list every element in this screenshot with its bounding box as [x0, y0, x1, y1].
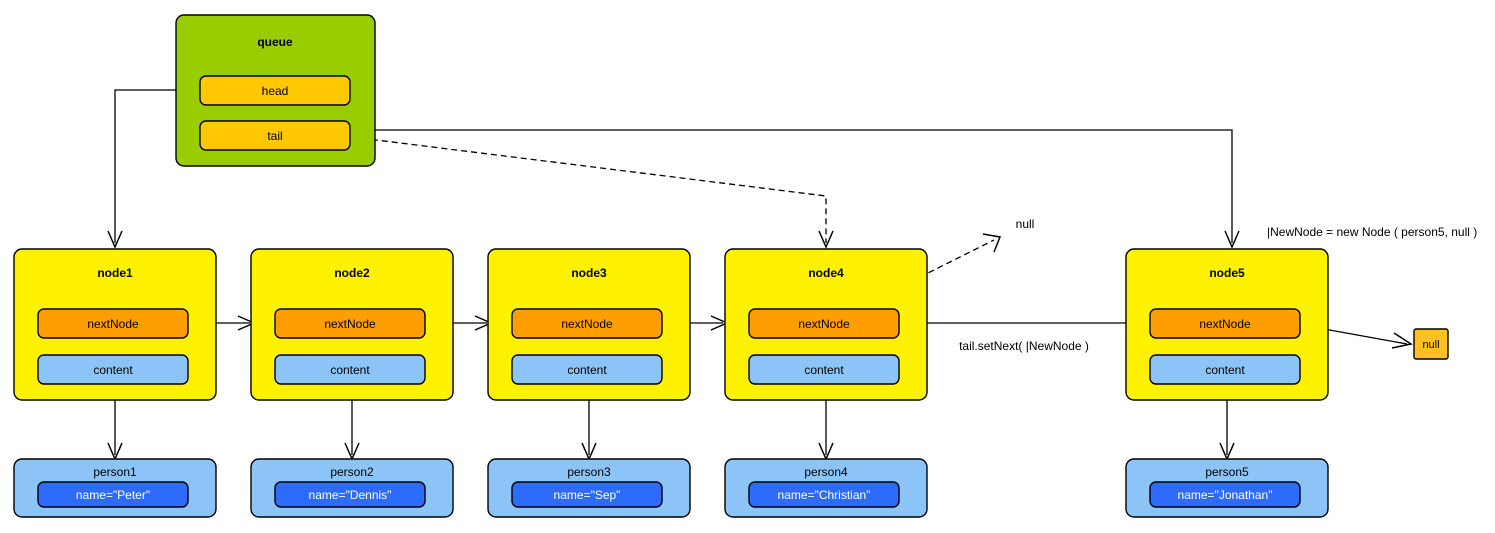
- person-box-person5[interactable]: person5 name="Jonathan": [1125, 458, 1329, 518]
- node-box-node2[interactable]: node2 nextNode content: [250, 248, 454, 401]
- node1-nextnode-label: nextNode: [87, 317, 139, 331]
- connector-tail-old-to-node4: [351, 136, 834, 249]
- connector-tail-to-node5: [350, 129, 1240, 249]
- person5-name-slot[interactable]: name="Jonathan": [1149, 481, 1301, 508]
- node2-nextnode-slot[interactable]: nextNode: [274, 308, 426, 339]
- node2-content-slot[interactable]: content: [274, 354, 426, 385]
- person1-title: person1: [93, 465, 137, 479]
- node4-content-slot[interactable]: content: [748, 354, 900, 385]
- node2-nextnode-label: nextNode: [324, 317, 376, 331]
- connector-head-to-node1: [107, 89, 200, 249]
- person5-title: person5: [1205, 465, 1249, 479]
- person3-name-value: name="Sep": [554, 488, 621, 502]
- node-box-node1[interactable]: node1 nextNode content: [13, 248, 217, 401]
- node2-title: node2: [334, 266, 370, 280]
- node3-content-label: content: [567, 363, 607, 377]
- null-box-label: null: [1422, 339, 1439, 351]
- annotation-new-node-statement: |NewNode = new Node ( person5, null ): [1267, 225, 1477, 239]
- annotation-set-next-call: tail.setNext( |NewNode ): [959, 339, 1089, 353]
- person2-name-slot[interactable]: name="Dennis": [274, 481, 426, 508]
- node3-title: node3: [571, 266, 607, 280]
- connector-node4-next-to-node5: [900, 315, 1144, 331]
- null-box[interactable]: null: [1413, 328, 1449, 360]
- node1-content-label: content: [93, 363, 133, 377]
- queue-box[interactable]: queue head tail: [175, 14, 376, 167]
- node1-title: node1: [97, 266, 133, 280]
- person4-name-slot[interactable]: name="Christian": [748, 481, 900, 508]
- person-box-person4[interactable]: person4 name="Christian": [724, 458, 928, 518]
- person2-title: person2: [330, 465, 374, 479]
- person-box-person1[interactable]: person1 name="Peter": [13, 458, 217, 518]
- person5-name-value: name="Jonathan": [1178, 488, 1273, 502]
- node-box-node4[interactable]: node4 nextNode content: [724, 248, 928, 401]
- node-box-node5[interactable]: node5 nextNode content: [1125, 248, 1329, 401]
- queue-title: queue: [257, 35, 293, 49]
- annotation-null-text: null: [1016, 217, 1035, 231]
- node5-title: node5: [1209, 266, 1245, 280]
- queue-slot-head[interactable]: head: [199, 75, 351, 106]
- node4-nextnode-label: nextNode: [798, 317, 850, 331]
- node1-nextnode-slot[interactable]: nextNode: [37, 308, 189, 339]
- person1-name-slot[interactable]: name="Peter": [37, 481, 189, 508]
- person3-name-slot[interactable]: name="Sep": [511, 481, 663, 508]
- person-box-person2[interactable]: person2 name="Dennis": [250, 458, 454, 518]
- node1-content-slot[interactable]: content: [37, 354, 189, 385]
- node4-content-label: content: [804, 363, 844, 377]
- node-box-node3[interactable]: node3 nextNode content: [487, 248, 691, 401]
- node5-content-slot[interactable]: content: [1149, 354, 1301, 385]
- person1-name-value: name="Peter": [76, 488, 150, 502]
- node4-nextnode-slot[interactable]: nextNode: [748, 308, 900, 339]
- queue-slot-tail[interactable]: tail: [199, 120, 351, 151]
- node3-nextnode-label: nextNode: [561, 317, 613, 331]
- queue-slot-head-label: head: [262, 84, 289, 98]
- person-box-person3[interactable]: person3 name="Sep": [487, 458, 691, 518]
- node3-content-slot[interactable]: content: [511, 354, 663, 385]
- node5-nextnode-slot[interactable]: nextNode: [1149, 308, 1301, 339]
- node2-content-label: content: [330, 363, 370, 377]
- person4-name-value: name="Christian": [778, 488, 871, 502]
- node3-nextnode-slot[interactable]: nextNode: [511, 308, 663, 339]
- node4-title: node4: [808, 266, 844, 280]
- person3-title: person3: [567, 465, 611, 479]
- person2-name-value: name="Dennis": [309, 488, 392, 502]
- node5-nextnode-label: nextNode: [1199, 317, 1251, 331]
- queue-slot-tail-label: tail: [267, 129, 282, 143]
- person4-title: person4: [804, 465, 848, 479]
- node5-content-label: content: [1205, 363, 1245, 377]
